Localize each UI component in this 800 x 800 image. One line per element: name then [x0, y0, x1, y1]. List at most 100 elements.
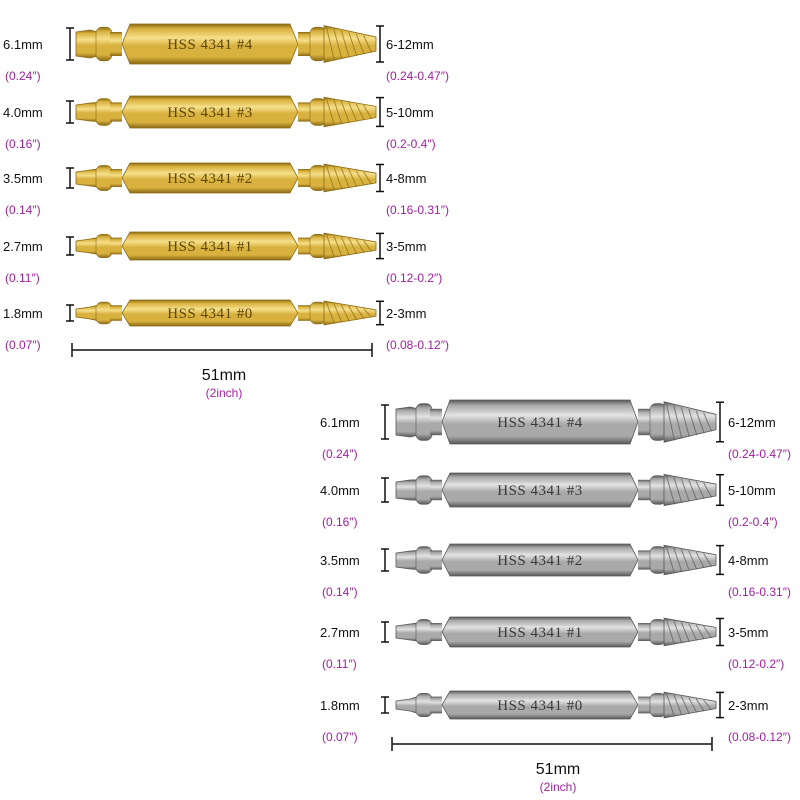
bit-collar: [415, 619, 433, 645]
bit-engraving: HSS 4341 #4: [497, 415, 583, 431]
tip-diameter-inch: (0.14″): [322, 585, 358, 599]
bit-engraving: HSS 4341 #2: [497, 553, 583, 569]
screw-size-inch: (0.12-0.2″): [728, 657, 784, 671]
extractor-flute: [703, 699, 712, 711]
tip-diameter-inch: (0.16″): [5, 137, 41, 151]
extractor-cone: [323, 163, 377, 193]
hex-body: [441, 399, 639, 445]
extractor-bit: HSS 4341 #0: [75, 299, 377, 327]
extractor-flute: [680, 478, 690, 502]
hex-body: [441, 543, 639, 577]
bit-neck: [298, 102, 312, 122]
drill-tip: [75, 168, 99, 188]
extractor-cone: [663, 401, 717, 443]
bit-neck: [110, 237, 122, 255]
extractor-cone: [323, 232, 377, 260]
extractor-flute: [680, 407, 690, 437]
tip-diameter-inch: (0.24″): [5, 69, 41, 83]
extractor-flute: [363, 104, 373, 120]
extractor-flute: [348, 305, 358, 321]
screw-size-inch: (0.2-0.4″): [728, 515, 778, 529]
drill-tip: [395, 696, 419, 714]
screw-size-mm: 5-10mm: [386, 105, 434, 120]
extractor-bit: HSS 4341 #3: [395, 472, 717, 508]
extractor-flute: [355, 307, 365, 319]
extractor-flute: [688, 550, 698, 570]
extractor-flute: [665, 619, 675, 645]
extractor-flute: [363, 171, 372, 185]
extractor-flute: [673, 405, 683, 439]
extractor-cone: [663, 473, 717, 507]
tip-diameter-mm: 2.7mm: [320, 625, 360, 640]
bit-neck: [298, 169, 312, 187]
extractor-flute: [688, 479, 698, 501]
extractor-flute: [363, 35, 373, 53]
bit-collar: [415, 546, 433, 574]
tip-diameter-mm: 1.8mm: [3, 306, 43, 321]
extractor-bit: HSS 4341 #1: [75, 231, 377, 261]
extractor-flute: [703, 482, 713, 498]
tip-diameter-inch: (0.07″): [5, 338, 41, 352]
bit-engraving: HSS 4341 #1: [167, 239, 253, 255]
bit-collar: [415, 475, 433, 505]
hex-body: [441, 616, 639, 648]
extractor-flute: [340, 304, 350, 322]
extractor-flute: [665, 403, 675, 441]
drill-tip: [75, 29, 99, 59]
drill-tip: [75, 101, 99, 123]
extractor-flute: [325, 27, 335, 61]
overall-length-mm: 51mm: [202, 367, 246, 384]
extractor-flute: [348, 237, 358, 255]
screw-size-mm: 5-10mm: [728, 483, 776, 498]
extractor-flute: [340, 101, 350, 123]
bit-neck: [110, 169, 122, 187]
extractor-flute: [703, 553, 712, 567]
extractor-flute: [355, 170, 365, 186]
extractor-flute: [695, 624, 705, 640]
extractor-flute: [325, 302, 335, 324]
extractor-flute: [673, 694, 683, 716]
screw-size-mm: 2-3mm: [728, 698, 768, 713]
bit-neck: [430, 696, 442, 714]
screw-size-inch: (0.2-0.4″): [386, 137, 436, 151]
extractor-flute: [333, 303, 343, 323]
extractor-bit: HSS 4341 #0: [395, 690, 717, 720]
tip-diameter-mm: 1.8mm: [320, 698, 360, 713]
screw-size-mm: 3-5mm: [386, 239, 426, 254]
screw-size-inch: (0.24-0.47″): [728, 447, 791, 461]
bit-neck: [638, 550, 652, 570]
extractor-bit: HSS 4341 #3: [75, 95, 377, 129]
extractor-flute: [703, 625, 712, 639]
tip-diameter-inch: (0.11″): [5, 271, 40, 285]
extractor-flute: [363, 308, 372, 318]
hex-body: [121, 299, 299, 327]
screw-size-mm: 4-8mm: [728, 553, 768, 568]
tip-diameter-inch: (0.24″): [322, 447, 358, 461]
extractor-flute: [695, 551, 705, 569]
screw-size-inch: (0.12-0.2″): [386, 271, 442, 285]
extractor-flute: [333, 28, 343, 60]
tip-diameter-mm: 6.1mm: [320, 415, 360, 430]
screw-size-mm: 2-3mm: [386, 306, 426, 321]
tip-diameter-mm: 2.7mm: [3, 239, 43, 254]
hex-body: [121, 162, 299, 194]
extractor-flute: [680, 549, 690, 571]
drill-tip: [75, 304, 99, 322]
hex-body: [121, 231, 299, 261]
bit-collar: [95, 26, 113, 62]
bit-engraving: HSS 4341 #3: [167, 105, 253, 121]
extractor-bit: HSS 4341 #4: [75, 23, 377, 65]
bit-engraving: HSS 4341 #1: [497, 625, 583, 641]
extractor-flute: [695, 698, 705, 712]
drill-tip: [75, 237, 99, 255]
bit-collar: [95, 165, 113, 191]
screw-size-mm: 6-12mm: [728, 415, 776, 430]
bit-engraving: HSS 4341 #0: [167, 306, 253, 322]
silver-bit-set: HSS 4341 #4 6.1mm (0.24″) 6-12mm (0.24-0.47″…: [320, 399, 791, 794]
bit-neck: [638, 479, 652, 501]
screw-size-inch: (0.08-0.12″): [386, 338, 449, 352]
extractor-flute: [665, 475, 675, 505]
bit-engraving: HSS 4341 #2: [167, 171, 253, 187]
overall-length-inch: (2inch): [540, 780, 577, 794]
hex-body: [441, 472, 639, 508]
